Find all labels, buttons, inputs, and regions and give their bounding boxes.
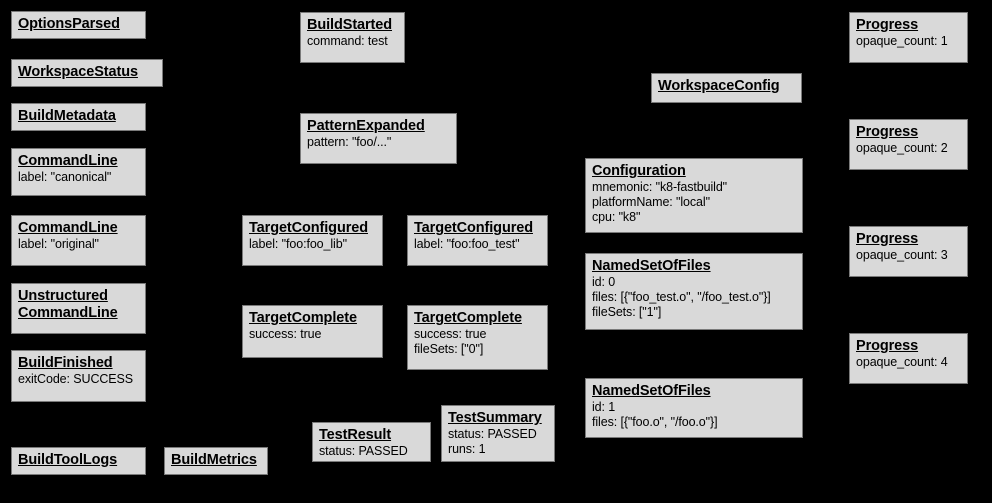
event-node-property: pattern: "foo/..." bbox=[307, 135, 392, 149]
event-node-property: id: 0 bbox=[592, 275, 616, 289]
event-node-title: BuildFinished bbox=[18, 355, 113, 371]
event-node-property: platformName: "local" bbox=[592, 195, 710, 209]
event-node-property: label: "original" bbox=[18, 237, 99, 251]
event-node-title: TargetConfigured bbox=[414, 220, 533, 236]
event-node-title: PatternExpanded bbox=[307, 118, 425, 134]
event-node-title: BuildMetadata bbox=[18, 108, 116, 124]
event-node-title: TargetComplete bbox=[414, 310, 522, 326]
event-node-title: Configuration bbox=[592, 163, 686, 179]
event-node-property: success: true bbox=[249, 327, 322, 341]
event-node-build-tool-logs[interactable]: BuildToolLogs bbox=[11, 447, 146, 475]
event-node-property: label: "foo:foo_lib" bbox=[249, 237, 347, 251]
event-node-title: WorkspaceConfig bbox=[658, 78, 780, 94]
event-node-title: WorkspaceStatus bbox=[18, 64, 138, 80]
event-node-unstructured-command-line[interactable]: Unstructured CommandLine bbox=[11, 283, 146, 334]
event-node-title: TargetComplete bbox=[249, 310, 357, 326]
event-node-property: cpu: "k8" bbox=[592, 210, 641, 224]
event-node-title: TargetConfigured bbox=[249, 220, 368, 236]
event-node-property: opaque_count: 4 bbox=[856, 355, 948, 369]
event-node-title: NamedSetOfFiles bbox=[592, 383, 711, 399]
event-node-property: opaque_count: 2 bbox=[856, 141, 948, 155]
event-node-property: opaque_count: 1 bbox=[856, 34, 948, 48]
event-node-title: BuildMetrics bbox=[171, 452, 257, 468]
event-node-title: CommandLine bbox=[18, 220, 118, 236]
event-node-title: Progress bbox=[856, 338, 919, 354]
event-node-options-parsed[interactable]: OptionsParsed bbox=[11, 11, 146, 39]
event-node-property: files: [{"foo.o", "/foo.o"}] bbox=[592, 415, 718, 429]
event-node-property: runs: 1 bbox=[448, 442, 486, 456]
event-node-title: TestSummary bbox=[448, 410, 542, 426]
event-node-title: Unstructured CommandLine bbox=[18, 288, 118, 321]
event-node-property: status: PASSED bbox=[319, 444, 408, 458]
event-node-title: BuildStarted bbox=[307, 17, 393, 33]
event-node-property: label: "canonical" bbox=[18, 170, 112, 184]
event-node-build-metrics[interactable]: BuildMetrics bbox=[164, 447, 268, 475]
event-node-title: Progress bbox=[856, 124, 919, 140]
event-node-property: opaque_count: 3 bbox=[856, 248, 948, 262]
event-node-property: status: PASSED bbox=[448, 427, 537, 441]
event-node-title: OptionsParsed bbox=[18, 16, 120, 32]
event-node-title: CommandLine bbox=[18, 153, 118, 169]
event-node-workspace-config[interactable]: WorkspaceConfig bbox=[651, 73, 802, 103]
event-node-title: NamedSetOfFiles bbox=[592, 258, 711, 274]
event-node-property: command: test bbox=[307, 34, 388, 48]
event-node-property: label: "foo:foo_test" bbox=[414, 237, 520, 251]
event-node-property: fileSets: ["0"] bbox=[414, 342, 484, 356]
event-node-title: Progress bbox=[856, 231, 919, 247]
event-node-workspace-status[interactable]: WorkspaceStatus bbox=[11, 59, 163, 87]
event-node-property: success: true bbox=[414, 327, 487, 341]
event-node-title: TestResult bbox=[319, 427, 392, 443]
event-node-title: Progress bbox=[856, 17, 919, 33]
event-node-property: id: 1 bbox=[592, 400, 616, 414]
event-node-title: BuildToolLogs bbox=[18, 452, 118, 468]
event-node-property: exitCode: SUCCESS bbox=[18, 372, 134, 386]
event-node-build-metadata[interactable]: BuildMetadata bbox=[11, 103, 146, 131]
event-node-property: files: [{"foo_test.o", "/foo_test.o"}] bbox=[592, 290, 771, 304]
event-node-property: fileSets: ["1"] bbox=[592, 305, 662, 319]
event-node-property: mnemonic: "k8-fastbuild" bbox=[592, 180, 728, 194]
